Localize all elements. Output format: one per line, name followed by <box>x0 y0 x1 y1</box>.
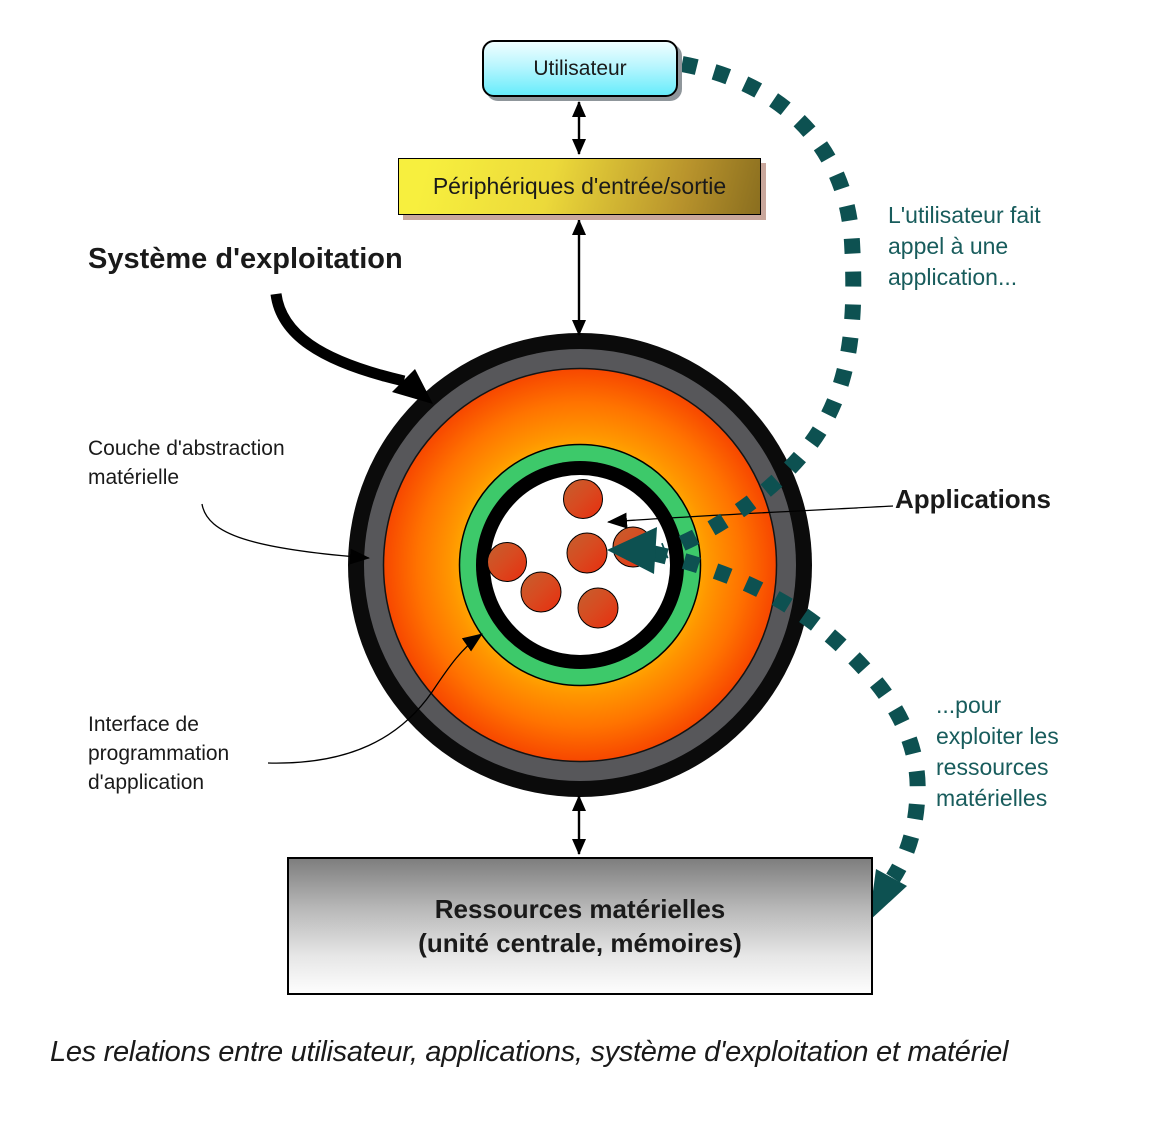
call-app-note: L'utilisateur fait appel à une applicati… <box>888 200 1041 293</box>
use-resources-note-line-3: ressources <box>936 754 1049 780</box>
application-dot <box>563 479 603 519</box>
api-label-line-1: Interface de <box>88 713 199 736</box>
api-pointer-line <box>267 633 483 764</box>
api-label: Interface de programmation d'application <box>88 710 229 797</box>
hal-label-line-1: Couche d'abstraction <box>88 437 285 460</box>
call-app-note-line-3: application... <box>888 264 1018 290</box>
hardware-resources-box: Ressources matérielles (unité centrale, … <box>287 857 873 995</box>
hal-label: Couche d'abstraction matérielle <box>88 434 285 492</box>
api-label-line-2: programmation <box>88 742 230 765</box>
io-box-label: Périphériques d'entrée/sortie <box>432 173 727 199</box>
dashed-flow-arrows <box>650 56 926 883</box>
api-label-line-3: d'application <box>88 771 205 794</box>
use-resources-note-line-4: matérielles <box>936 785 1048 811</box>
hal-pointer-line <box>201 503 370 565</box>
user-box-label: Utilisateur <box>533 56 627 80</box>
user-box: Utilisateur <box>482 40 678 97</box>
figure-caption: Les relations entre utilisateur, applica… <box>50 1036 1009 1068</box>
os-title-arrowhead <box>392 369 433 404</box>
io-devices-box: Périphériques d'entrée/sortie <box>398 158 761 215</box>
hal-label-line-2: matérielle <box>88 466 180 489</box>
use-resources-note-line-1: ...pour <box>936 692 1002 718</box>
application-dot <box>520 571 562 613</box>
use-resources-note-line-2: exploiter les <box>936 723 1059 749</box>
application-dot <box>487 542 527 582</box>
use-resources-note: ...pour exploiter les ressources matérie… <box>936 690 1059 814</box>
use-resources-arrowhead <box>869 869 907 921</box>
call-app-note-line-2: appel à une <box>888 233 1009 259</box>
user-calls-app-dashed-arrow <box>661 56 862 559</box>
call-app-arrowhead <box>607 527 657 574</box>
app-uses-resources-dashed-arrow <box>650 545 926 883</box>
resources-line-2: (unité centrale, mémoires) <box>418 928 742 958</box>
application-dot <box>566 532 608 574</box>
call-app-note-line-1: L'utilisateur fait <box>888 202 1041 228</box>
resources-line-1: Ressources matérielles <box>434 894 726 924</box>
applications-label: Applications <box>895 484 1052 514</box>
os-ring-diagram <box>348 333 812 797</box>
os-title: Système d'exploitation <box>88 243 403 275</box>
application-dot <box>577 587 619 629</box>
os-title-arrow <box>270 293 433 404</box>
